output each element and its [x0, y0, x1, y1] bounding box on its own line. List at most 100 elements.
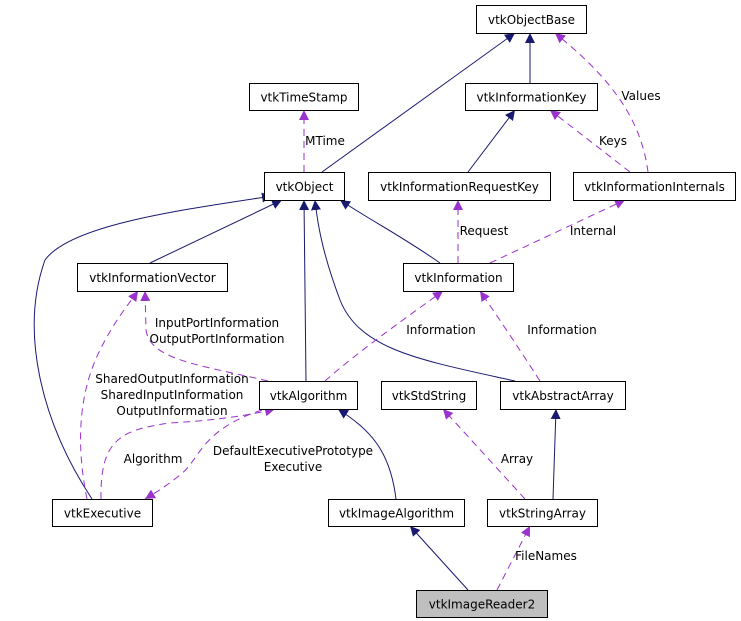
edge-vtkExecutive-to-vtkInformationVector: SharedOutputInformationSharedInputInform…	[80, 290, 249, 500]
edge-vtkAlgorithm-to-vtkInformation: Information	[324, 290, 476, 382]
usage-arrow	[554, 32, 649, 173]
edge-vtkAlgorithm-to-vtkInformationVector: InputPortInformationOutputPortInformatio…	[140, 290, 285, 382]
node-box	[328, 499, 465, 527]
node-box	[500, 381, 626, 410]
node-label: vtkAlgorithm	[270, 389, 348, 403]
usage-arrow	[489, 199, 626, 264]
node-vtkInformationKey[interactable]: vtkInformationKey	[465, 83, 598, 111]
edge-vtkAbstractArray-to-vtkInformation: Information	[479, 290, 597, 382]
inheritance-arrow	[311, 199, 516, 382]
edge-vtkImageReader2-to-vtkStringArray: FileNames	[496, 525, 577, 591]
edge-label: Values	[621, 89, 660, 103]
node-label: vtkExecutive	[64, 507, 141, 521]
inheritance-arrow	[550, 408, 561, 500]
node-box	[249, 83, 359, 111]
edge-vtkInformationVector-to-vtkObject	[149, 199, 283, 264]
node-vtkStdString[interactable]: vtkStdString	[381, 381, 477, 410]
node-vtkAlgorithm[interactable]: vtkAlgorithm	[259, 381, 358, 410]
edge-label: OutputPortInformation	[150, 332, 285, 346]
node-box	[259, 381, 358, 410]
usage-arrow	[496, 525, 531, 591]
edge-vtkStringArray-to-vtkStdString: Array	[442, 408, 533, 500]
node-box	[416, 590, 548, 618]
edge-vtkObject-to-vtkObjectBase	[321, 32, 516, 173]
node-vtkStringArray[interactable]: vtkStringArray	[487, 499, 598, 527]
usage-arrow	[140, 290, 269, 382]
edge-label: Keys	[599, 134, 627, 148]
node-vtkInformationRequestKey[interactable]: vtkInformationRequestKey	[368, 172, 551, 201]
node-label: vtkInformation	[414, 271, 502, 285]
inheritance-arrow	[339, 199, 441, 264]
node-vtkInformationVector[interactable]: vtkInformationVector	[77, 263, 228, 292]
edge-vtkExecutive-to-vtkObject	[33, 192, 273, 500]
edge-vtkAlgorithm-to-vtkObject	[299, 199, 310, 382]
node-label: vtkInformationVector	[89, 271, 216, 285]
node-vtkImageAlgorithm[interactable]: vtkImageAlgorithm	[328, 499, 465, 527]
edge-vtkInformationInternals-to-vtkObjectBase: Values	[554, 32, 661, 173]
node-vtkAbstractArray[interactable]: vtkAbstractArray	[500, 381, 626, 410]
inheritance-arrow	[467, 109, 516, 173]
node-label: vtkObject	[276, 180, 334, 194]
usage-arrow	[324, 290, 444, 382]
edge-label: Information	[406, 323, 475, 337]
usage-arrow	[144, 409, 263, 500]
node-box	[368, 172, 551, 201]
edge-label: SharedInputInformation	[101, 388, 244, 402]
edge-vtkAbstractArray-to-vtkObject	[311, 199, 516, 382]
node-label: vtkInformationRequestKey	[380, 180, 539, 194]
node-label: vtkTimeStamp	[260, 91, 347, 105]
usage-arrow	[442, 408, 526, 500]
edge-label: Array	[501, 452, 533, 466]
node-label: vtkInformationKey	[477, 91, 587, 105]
edge-vtkStringArray-to-vtkAbstractArray	[550, 408, 561, 500]
inheritance-arrow	[337, 408, 397, 500]
edge-vtkObject-to-vtkTimeStamp: MTime	[299, 110, 345, 172]
edge-label: OutputInformation	[116, 404, 227, 418]
node-label: vtkStringArray	[499, 507, 586, 521]
node-box	[381, 381, 477, 410]
inheritance-arrow	[321, 32, 516, 173]
node-box	[52, 499, 153, 527]
edge-label: Algorithm	[124, 452, 183, 466]
edge-label: Request	[460, 224, 509, 238]
edge-label: Executive	[264, 460, 322, 474]
edge-label: Information	[527, 323, 596, 337]
usage-arrow	[549, 109, 631, 173]
node-box	[465, 83, 598, 111]
edge-label: DefaultExecutivePrototype	[213, 444, 373, 458]
edge-vtkInformation-to-vtkInformationRequestKey: Request	[453, 200, 509, 263]
node-label: vtkAbstractArray	[512, 389, 613, 403]
node-box	[487, 499, 598, 527]
node-vtkObjectBase[interactable]: vtkObjectBase	[476, 5, 587, 34]
edge-label: InputPortInformation	[155, 316, 279, 330]
node-vtkInformationInternals[interactable]: vtkInformationInternals	[573, 172, 736, 201]
node-vtkImageReader2: vtkImageReader2	[416, 590, 548, 618]
usage-arrow	[479, 290, 541, 382]
node-vtkExecutive[interactable]: vtkExecutive	[52, 499, 153, 527]
node-label: vtkImageAlgorithm	[339, 507, 454, 521]
node-box	[403, 263, 514, 292]
node-box	[264, 172, 345, 201]
node-vtkInformation[interactable]: vtkInformation	[403, 263, 514, 292]
node-vtkTimeStamp[interactable]: vtkTimeStamp	[249, 83, 359, 111]
inheritance-arrow	[299, 199, 310, 382]
edge-vtkInformationInternals-to-vtkInformationKey: Keys	[549, 109, 631, 173]
node-box	[573, 172, 736, 201]
node-label: vtkObjectBase	[488, 13, 575, 27]
inheritance-arrow	[33, 192, 273, 500]
node-box	[476, 5, 587, 34]
inheritance-arrow	[409, 525, 469, 591]
inheritance-arrow	[149, 199, 283, 264]
node-label: vtkInformationInternals	[584, 180, 725, 194]
edge-label: Internal	[570, 224, 616, 238]
edge-vtkImageAlgorithm-to-vtkAlgorithm	[337, 408, 397, 500]
node-box	[77, 263, 228, 292]
edge-label: FileNames	[515, 549, 577, 563]
edge-label: MTime	[305, 134, 345, 148]
node-label: vtkStdString	[392, 389, 467, 403]
node-vtkObject[interactable]: vtkObject	[264, 172, 345, 201]
edge-label: SharedOutputInformation	[95, 372, 248, 386]
node-label: vtkImageReader2	[429, 598, 535, 612]
